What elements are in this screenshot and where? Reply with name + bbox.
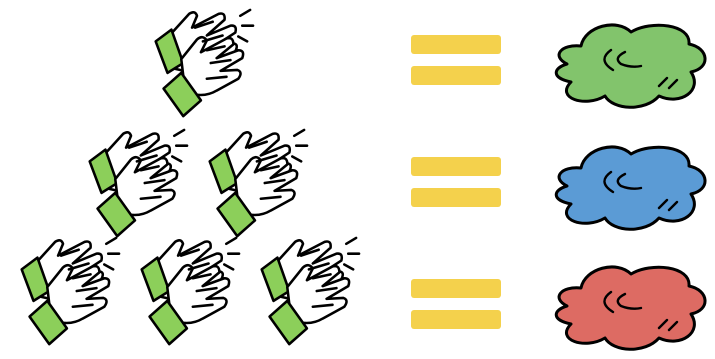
green-puddle [541,16,713,112]
equals-sign-icon [411,279,501,329]
equals-bar-bottom [411,188,501,207]
clapping-hands-icon [192,126,310,244]
equals-bar-bottom [411,66,501,85]
clapping-hands-icon [124,234,242,352]
clapping-hands-icon [138,6,256,124]
equals-sign-icon [411,35,501,85]
equals-bar-top [411,157,501,176]
equals-bar-top [411,35,501,54]
red-puddle [541,258,713,354]
equals-bar-bottom [411,310,501,329]
clapping-hands-icon [72,126,190,244]
clapping-hands-icon [4,234,122,352]
equals-sign-icon [411,157,501,207]
equals-bar-top [411,279,501,298]
clapping-hands-icon [244,234,362,352]
blue-puddle [541,138,713,234]
